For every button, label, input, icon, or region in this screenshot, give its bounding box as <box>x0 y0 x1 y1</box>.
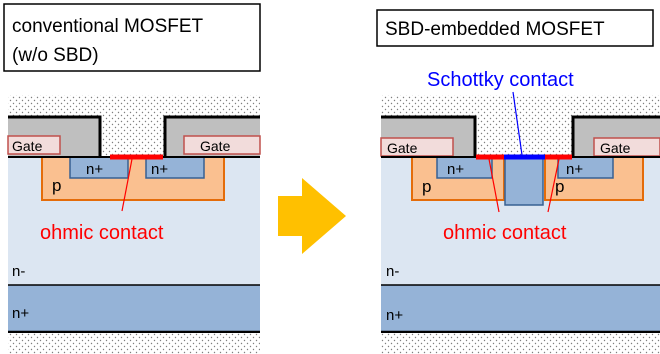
right-nplus-left <box>436 156 493 179</box>
left-gate-left <box>7 135 61 155</box>
left-ohmic-label: ohmic contact <box>40 222 164 244</box>
left-gate-right <box>183 135 261 155</box>
right-nplus-left-label: n+ <box>447 161 464 178</box>
right-arrow-icon <box>278 178 346 254</box>
right-ohmic-pointer-left <box>488 158 500 213</box>
left-drain-metal <box>8 333 260 354</box>
right-schottky-label: Schottky contact <box>427 69 574 91</box>
left-drift-label: n- <box>12 263 25 280</box>
left-substrate <box>8 285 260 332</box>
right-title: SBD-embedded MOSFET <box>385 19 605 40</box>
right-gate-left-label: Gate <box>387 140 418 156</box>
sbd-embedded-mosfet-panel: SBD-embedded MOSFET Schottky contact Gat… <box>376 9 660 354</box>
right-title-box <box>376 9 654 47</box>
left-title-line2: (w/o SBD) <box>12 45 99 66</box>
left-title-box <box>3 3 261 72</box>
left-oxide-outline-right <box>163 115 260 157</box>
left-nplus-right-label: n+ <box>151 161 168 178</box>
left-title-line1: conventional MOSFET <box>12 16 204 37</box>
right-p-right-label: p <box>555 177 564 196</box>
right-ohmic-label: ohmic contact <box>443 222 567 244</box>
right-drain-metal <box>381 333 660 354</box>
right-drift-label: n- <box>386 263 399 280</box>
right-substrate <box>381 285 660 332</box>
left-ohmic-pointer <box>121 158 133 212</box>
right-ohmic-pointer-right <box>547 158 560 213</box>
right-schottky-pointer <box>512 91 523 156</box>
right-oxide-outline-right <box>571 115 660 157</box>
right-substrate-label: n+ <box>386 307 403 324</box>
left-gate-left-label: Gate <box>12 138 43 154</box>
right-p-left-label: p <box>422 177 431 196</box>
left-p-label: p <box>52 176 61 195</box>
left-gate-right-label: Gate <box>200 138 231 154</box>
conventional-mosfet-panel: conventional MOSFET (w/o SBD) Gate Gate … <box>3 3 261 354</box>
left-substrate-label: n+ <box>12 305 29 322</box>
right-gate-right-label: Gate <box>600 140 631 156</box>
left-oxide-outline <box>8 115 102 157</box>
right-oxide-outline <box>381 115 477 157</box>
right-schottky-column <box>504 156 544 206</box>
left-nplus-left-label: n+ <box>86 161 103 178</box>
right-nplus-right-label: n+ <box>566 161 583 178</box>
